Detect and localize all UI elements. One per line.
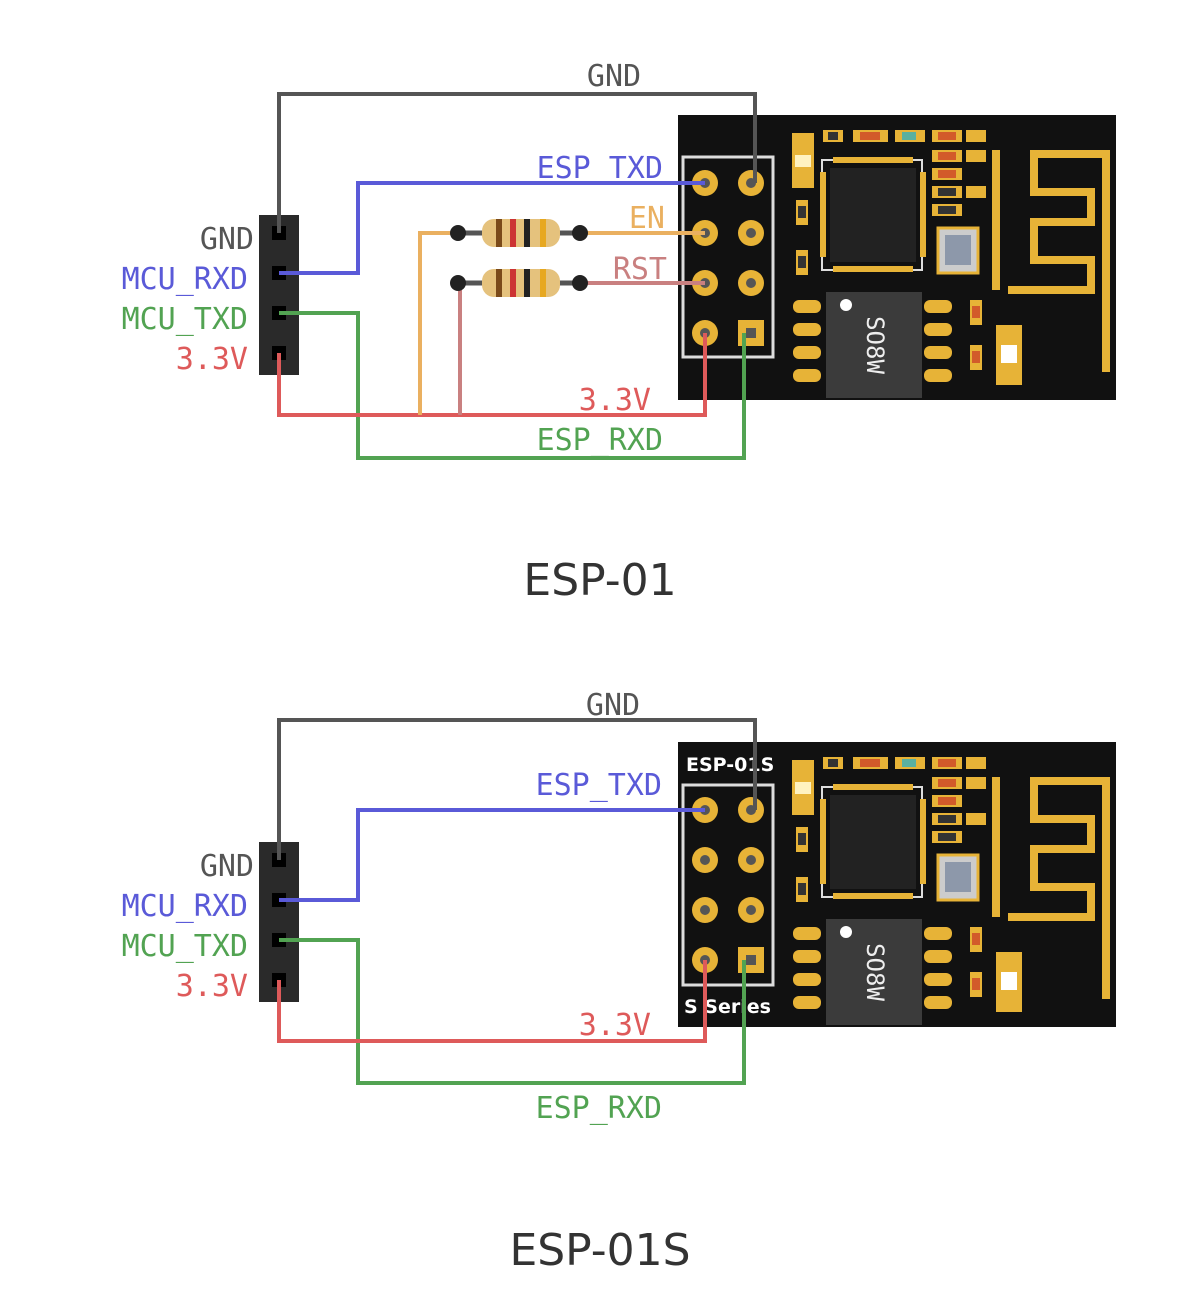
esp01-panel: SO8W [0, 0, 1200, 640]
smd-components-right [970, 927, 1022, 1012]
wire-label-gnd: GND [586, 688, 640, 723]
flash-chip: SO8W [793, 292, 952, 398]
flash-chip-label: SO8W [861, 943, 889, 1001]
header-label-gnd: GND [200, 222, 254, 257]
mcu-header [259, 215, 299, 375]
gnd-wire [277, 92, 757, 233]
resistor-en [450, 219, 588, 247]
esp01-wiring-diagram: SO8W [122, 59, 1116, 460]
board-label: ESP-01S [686, 754, 774, 776]
txd-wire [279, 181, 705, 275]
series-label: S Series [684, 996, 771, 1018]
header-label-vcc: 3.3V [176, 342, 248, 377]
wire-label-gnd: GND [587, 59, 641, 94]
esp8266-chip [820, 157, 926, 272]
esp01s-panel: ESP-01S S Series [0, 630, 1200, 1297]
wire-label-esp-rxd: ESP_RXD [537, 423, 663, 458]
wires [277, 92, 757, 460]
wire-label-esp-txd: ESP_TXD [537, 151, 663, 186]
vcc-wire [277, 960, 707, 1043]
wires [277, 718, 757, 1085]
esp01-board: SO8W [678, 115, 1116, 400]
smd-components [792, 130, 986, 275]
pin-header-outline [681, 783, 775, 987]
flash-chip-label: SO8W [861, 316, 889, 374]
smd-components-right [970, 300, 1022, 385]
vcc-wire [277, 333, 707, 417]
diagram-title: ESP-01 [523, 555, 677, 606]
wire-label-vcc: 3.3V [579, 1008, 651, 1043]
header-label-vcc: 3.3V [176, 969, 248, 1004]
flash-chip: SO8W [793, 919, 952, 1025]
smd-components [792, 757, 986, 902]
header-label-txd: MCU_TXD [122, 302, 248, 337]
txd-wire [279, 808, 705, 902]
header-label-rxd: MCU_RXD [122, 889, 248, 924]
wire-label-vcc: 3.3V [579, 383, 651, 418]
wire-label-rst: RST [613, 252, 667, 287]
wire-label-esp-txd: ESP_TXD [536, 768, 662, 803]
header-label-gnd: GND [200, 849, 254, 884]
diagram-title: ESP-01S [509, 1225, 691, 1276]
antenna-trace [990, 777, 1110, 999]
mcu-header [259, 842, 299, 1002]
esp01s-wiring-diagram: ESP-01S S Series [122, 688, 1116, 1126]
wire-label-esp-rxd: ESP_RXD [536, 1091, 662, 1126]
header-label-rxd: MCU_RXD [122, 262, 248, 297]
antenna-trace [990, 150, 1110, 372]
esp8266-chip [820, 784, 926, 899]
header-label-txd: MCU_TXD [122, 929, 248, 964]
resistor-rst [450, 269, 588, 297]
rxd-wire [279, 938, 746, 1085]
gnd-wire [277, 718, 757, 860]
wire-label-en: EN [629, 201, 665, 236]
rxd-wire [279, 311, 746, 460]
en-pullup-wire [418, 231, 460, 415]
pin-header-outline [681, 155, 775, 359]
